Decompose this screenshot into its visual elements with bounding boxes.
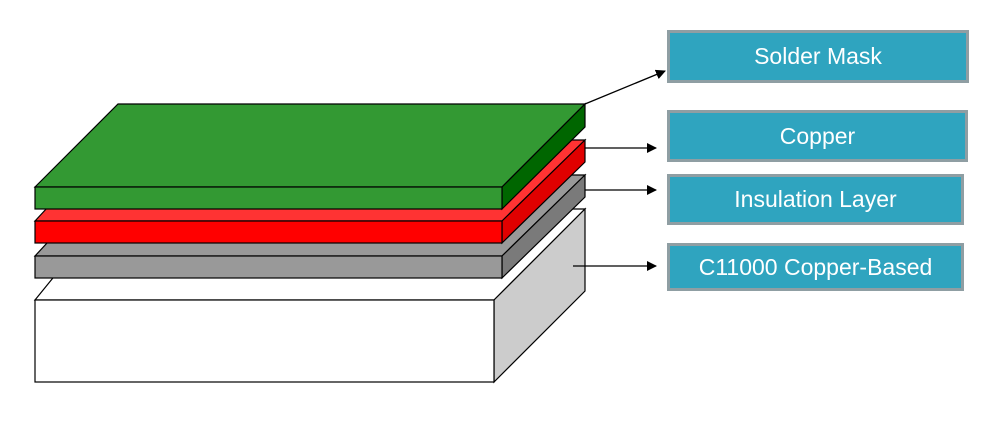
base-layer-label: C11000 Copper-Based <box>667 243 964 291</box>
solder-mask-arrow <box>584 69 666 105</box>
insulation-layer-front <box>34 255 503 279</box>
base-layer-front <box>34 299 495 383</box>
solder-mask-label: Solder Mask <box>667 30 969 83</box>
copper-label: Copper <box>667 110 968 162</box>
copper-layer-front <box>34 220 503 244</box>
solder-mask-layer <box>33 102 587 211</box>
solder-mask-layer-front <box>34 186 503 210</box>
insulation-layer-label: Insulation Layer <box>667 174 964 225</box>
solder-mask-layer-top <box>33 103 587 188</box>
